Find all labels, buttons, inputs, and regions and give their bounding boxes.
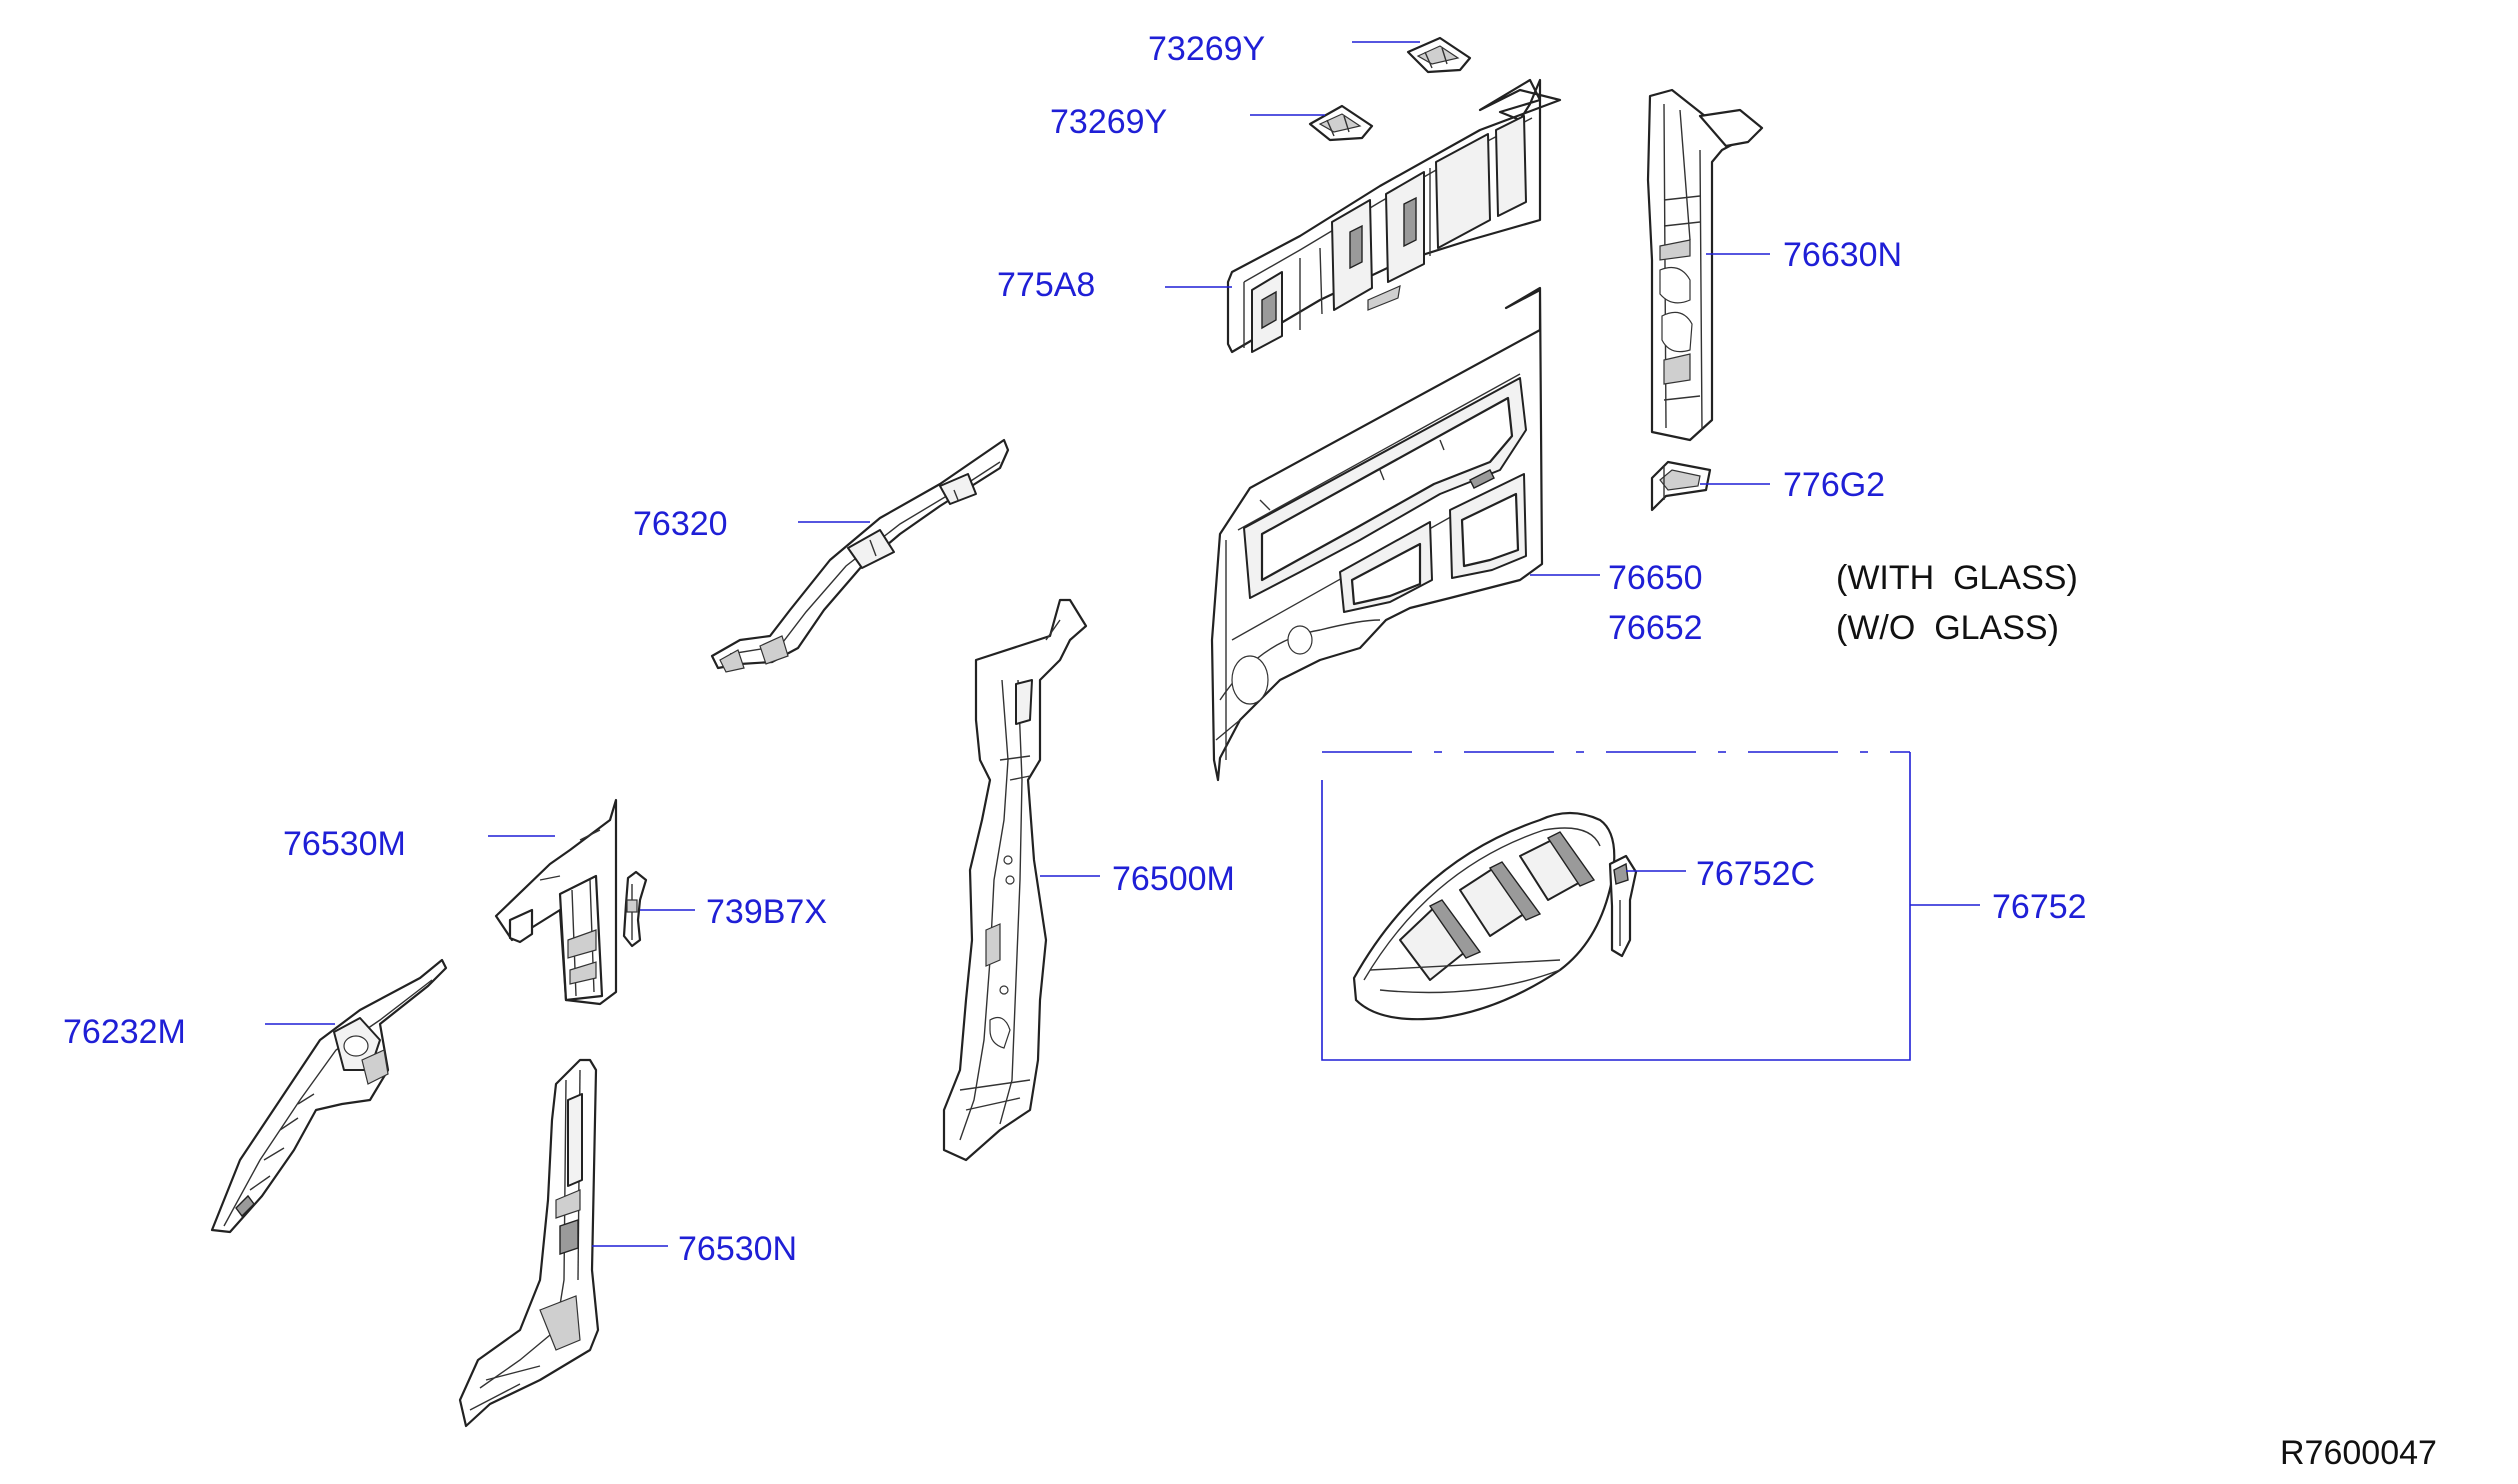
pillar-76630n-drawing [1646, 88, 1764, 442]
label-76530m: 76530M [283, 825, 406, 863]
note-with-glass: (WITH GLASS) [1836, 559, 2078, 597]
label-76500m: 76500M [1112, 860, 1235, 898]
wheel-house-bracket-76752c-drawing [1608, 854, 1638, 958]
front-pillar-76232m-drawing [210, 958, 448, 1234]
center-pillar-76500m-drawing [942, 598, 1088, 1162]
bracket-73269y-lower-drawing [1308, 104, 1374, 142]
label-73269y-upper: 73269Y [1148, 30, 1265, 68]
panel-775a8-drawing [1226, 78, 1562, 354]
roof-rail-76320-drawing [710, 438, 1010, 673]
label-739b7x: 739B7X [706, 893, 827, 931]
label-76752c: 76752C [1696, 855, 1815, 893]
side-panel-76650-drawing [1210, 286, 1544, 782]
label-76232m: 76232M [63, 1013, 186, 1051]
label-73269y-lower: 73269Y [1050, 103, 1167, 141]
group-box-76752 [1321, 751, 1911, 1061]
gusset-776g2-drawing [1650, 460, 1712, 512]
pillar-trim-76530m-drawing [494, 798, 618, 1006]
wheel-house-76752-drawing [1352, 811, 1616, 1021]
label-776g2: 776G2 [1783, 466, 1885, 504]
label-76652: 76652 [1608, 609, 1703, 647]
label-76530n: 76530N [678, 1230, 797, 1268]
label-76320: 76320 [633, 505, 728, 543]
label-76630n: 76630N [1783, 236, 1902, 274]
note-wo-glass: (W/O GLASS) [1836, 609, 2059, 647]
label-76650: 76650 [1608, 559, 1703, 597]
bracket-739b7x-drawing [622, 870, 648, 948]
bracket-73269y-upper-drawing [1406, 36, 1472, 74]
pillar-trim-76530n-drawing [458, 1058, 600, 1428]
leader-lines [265, 41, 1980, 1247]
label-775a8: 775A8 [997, 266, 1095, 304]
diagram-reference-code: R7600047 [2280, 1434, 2437, 1472]
label-76752: 76752 [1992, 888, 2087, 926]
